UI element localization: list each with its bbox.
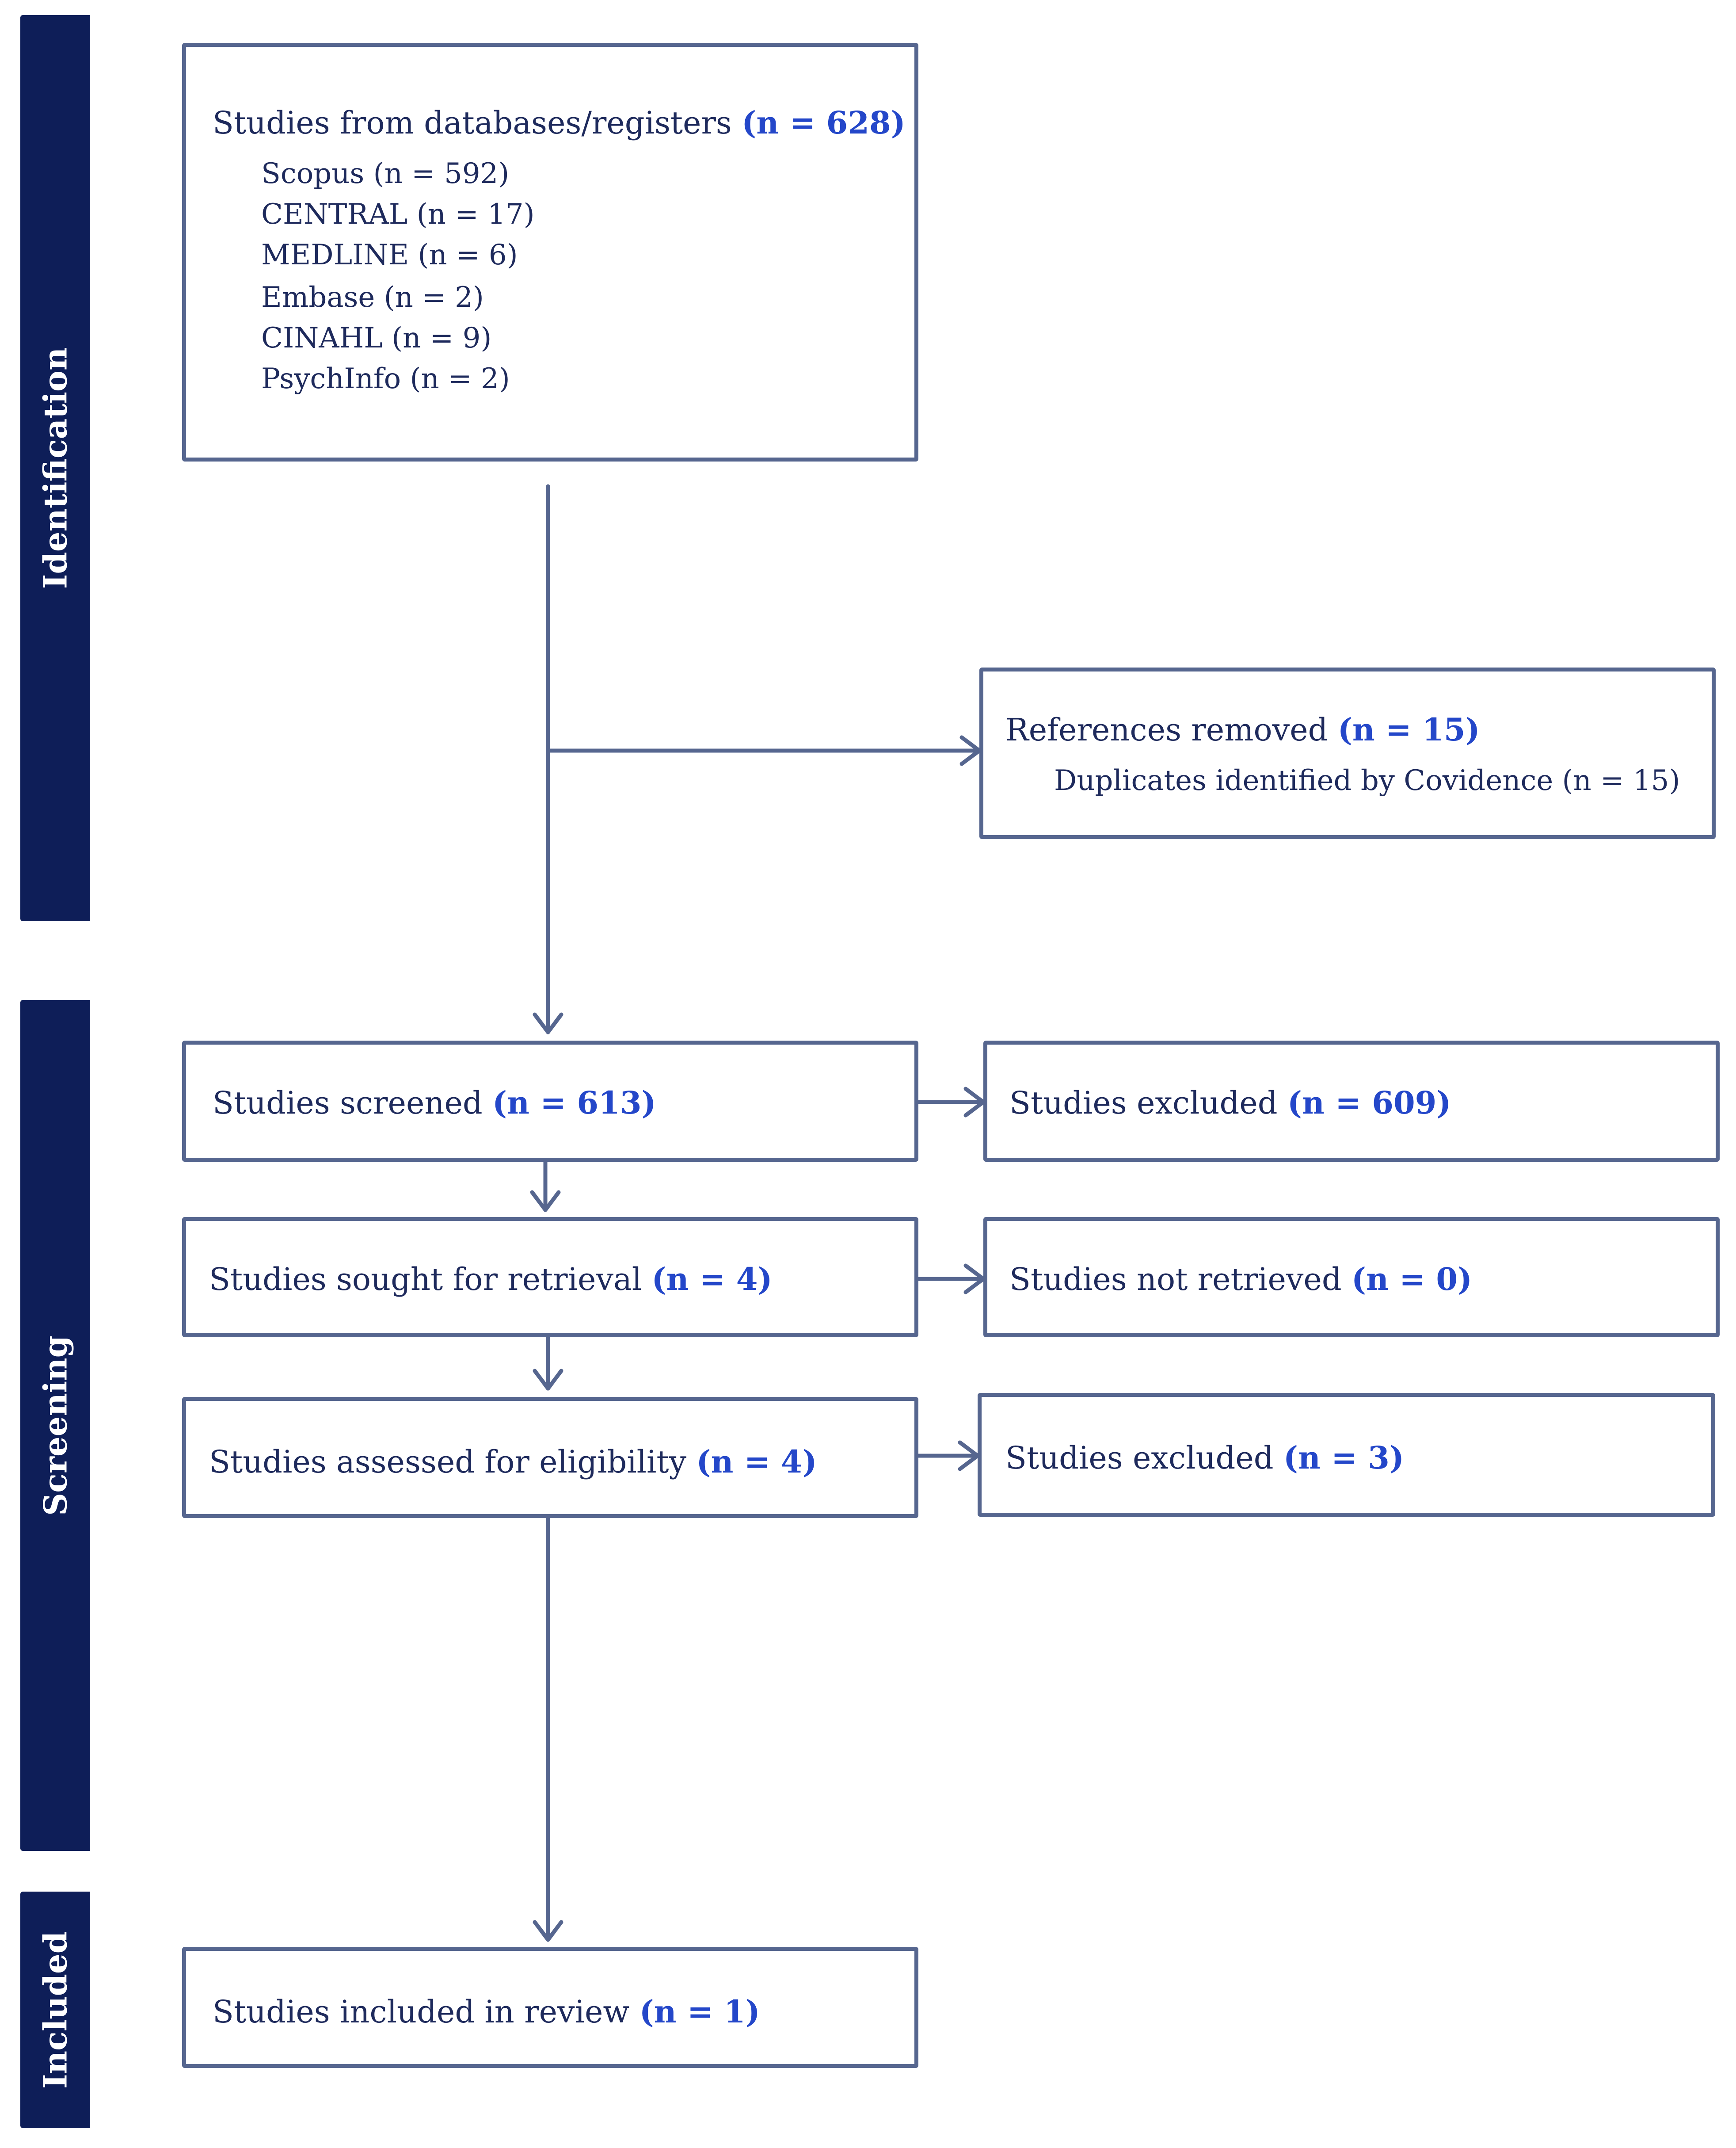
studies-screened-box: Studies screened (n = 613): [182, 1041, 918, 1162]
included-text: Studies included in review (n = 1): [213, 1993, 760, 2030]
eligibility-label: Studies assessed for eligibility: [209, 1444, 687, 1480]
source-item: CENTRAL (n = 17): [261, 198, 535, 231]
references-removed-box: References removed (n = 15) Duplicates i…: [979, 668, 1716, 839]
included-box: Studies included in review (n = 1): [182, 1947, 918, 2068]
screened-excluded-box: Studies excluded (n = 609): [983, 1041, 1720, 1162]
eligibility-text: Studies assessed for eligibility (n = 4): [209, 1443, 817, 1480]
retrieval-text: Studies sought for retrieval (n = 4): [209, 1261, 773, 1297]
screened-excluded-text: Studies excluded (n = 609): [1009, 1084, 1451, 1121]
removed-detail: Duplicates identified by Covidence (n = …: [1054, 764, 1680, 797]
source-item: PsychInfo (n = 2): [261, 362, 510, 395]
stage-bar-identification: Identification: [20, 15, 90, 921]
arrowhead-eligibility: [533, 1369, 563, 1391]
eligibility-box: Studies assessed for eligibility (n = 4): [182, 1397, 918, 1518]
eligibility-excluded-box: Studies excluded (n = 3): [978, 1393, 1715, 1517]
source-item: Scopus (n = 592): [261, 157, 510, 190]
source-item: Embase (n = 2): [261, 281, 484, 314]
removed-title-count: (n = 15): [1337, 711, 1480, 748]
screened-count: (n = 613): [492, 1084, 656, 1121]
included-label: Studies included in review: [213, 1994, 630, 2030]
not-retrieved-box: Studies not retrieved (n = 0): [983, 1217, 1720, 1337]
screened-excluded-count: (n = 609): [1287, 1084, 1451, 1121]
arrowhead-retrieval: [530, 1190, 561, 1212]
not-retrieved-text: Studies not retrieved (n = 0): [1009, 1261, 1472, 1297]
retrieval-label: Studies sought for retrieval: [209, 1261, 642, 1297]
screened-label: Studies screened: [213, 1085, 483, 1121]
included-count: (n = 1): [639, 1993, 760, 2030]
eligibility-excluded-label: Studies excluded: [1005, 1440, 1274, 1476]
not-retrieved-count: (n = 0): [1351, 1261, 1473, 1297]
eligibility-excluded-text: Studies excluded (n = 3): [1005, 1439, 1404, 1476]
retrieval-count: (n = 4): [651, 1261, 773, 1297]
retrieval-box: Studies sought for retrieval (n = 4): [182, 1217, 918, 1337]
screened-excluded-label: Studies excluded: [1009, 1085, 1278, 1121]
not-retrieved-label: Studies not retrieved: [1009, 1261, 1342, 1297]
source-item: MEDLINE (n = 6): [261, 239, 518, 271]
eligibility-excluded-count: (n = 3): [1283, 1439, 1405, 1476]
eligibility-count: (n = 4): [696, 1443, 817, 1480]
source-item: CINAHL (n = 9): [261, 322, 492, 355]
identification-title-count: (n = 628): [742, 104, 906, 141]
arrowhead-screened: [533, 1012, 563, 1034]
identification-title: Studies from databases/registers (n = 62…: [213, 104, 906, 141]
screened-text: Studies screened (n = 613): [213, 1084, 656, 1121]
identification-box: Studies from databases/registers (n = 62…: [182, 43, 918, 462]
stage-bar-included: Included: [20, 1892, 90, 2128]
identification-title-text: Studies from databases/registers: [213, 105, 732, 141]
removed-title-text: References removed: [1005, 712, 1328, 748]
stage-bar-screening: Screening: [20, 1000, 90, 1851]
removed-title: References removed (n = 15): [1005, 711, 1480, 748]
arrowhead-included: [533, 1920, 563, 1942]
